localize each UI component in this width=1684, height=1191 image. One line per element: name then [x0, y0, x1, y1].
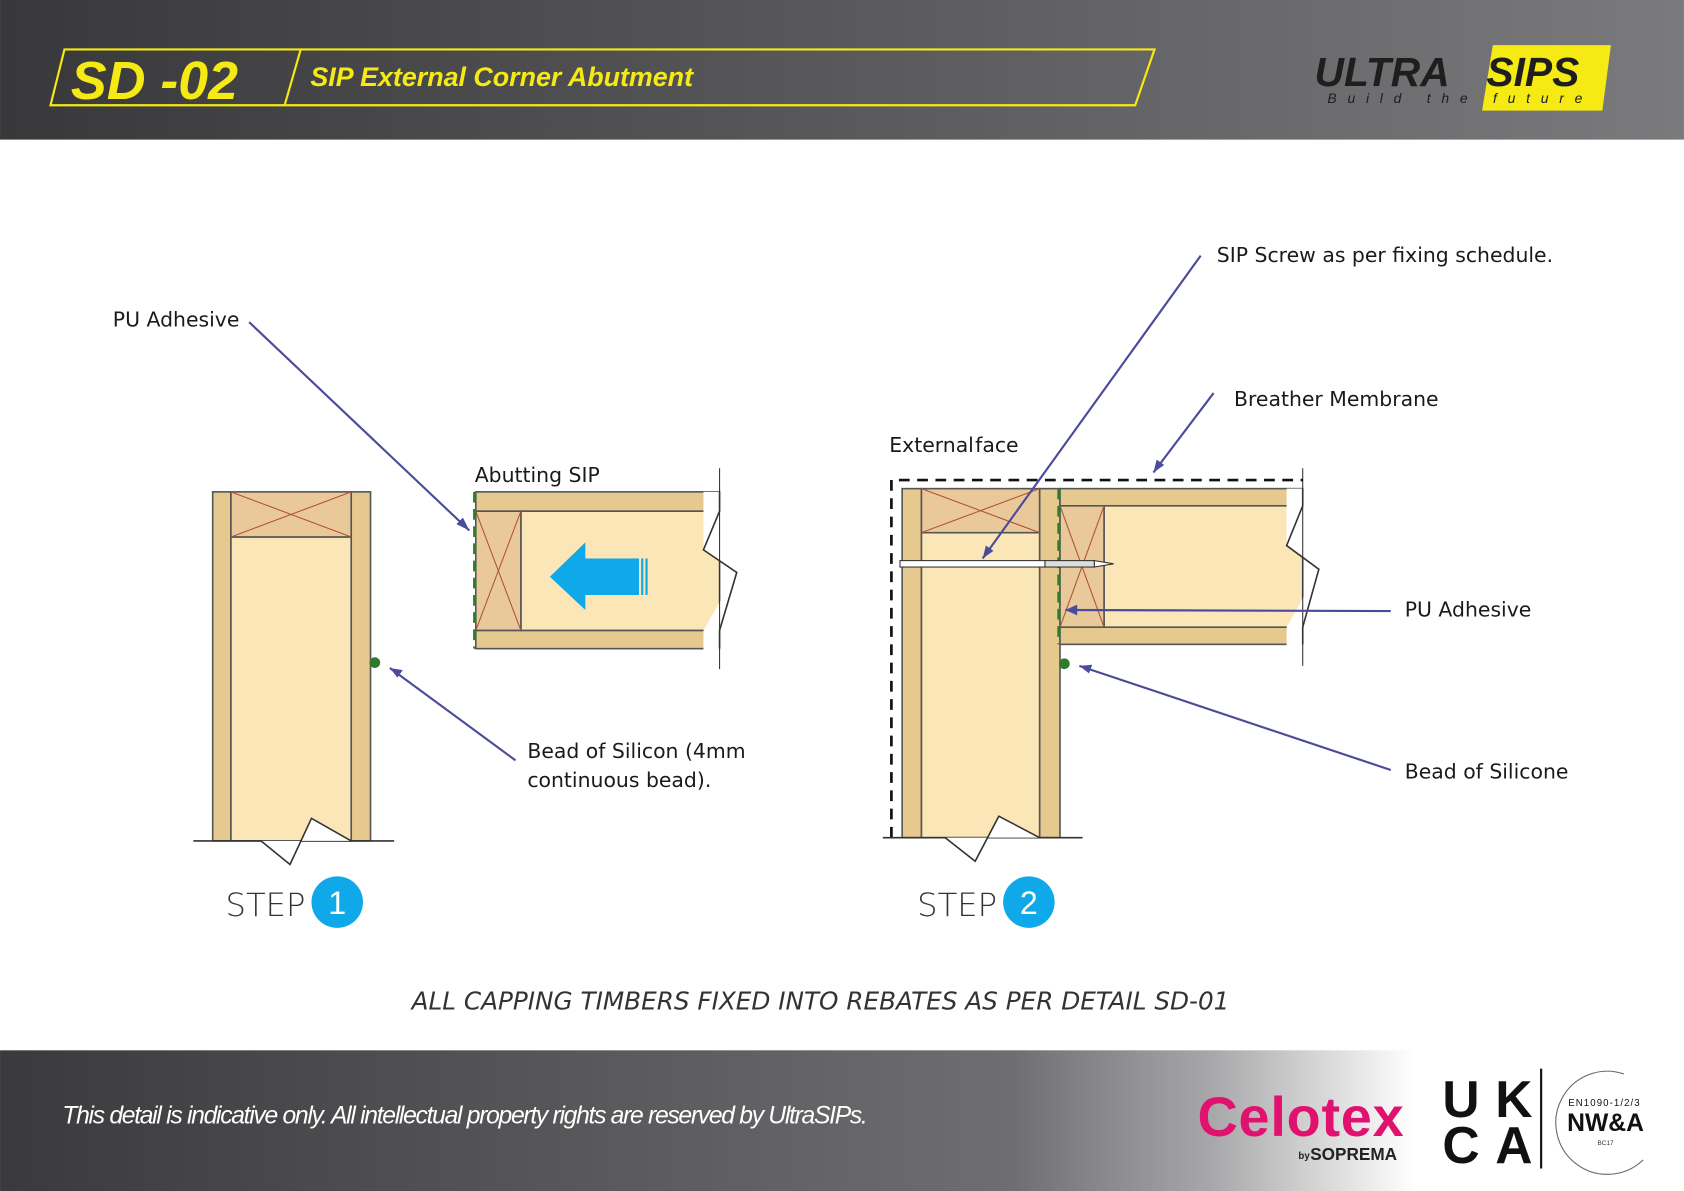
- label-pu-adhesive: PU Adhesive: [113, 307, 240, 331]
- label-abutting-sip: Abutting SIP: [475, 463, 600, 487]
- ultrasips-logo: ULTRA SIPS Build the future: [1315, 45, 1611, 111]
- detail-code: SD -02: [71, 51, 238, 111]
- svg-text:SIPS: SIPS: [1486, 49, 1579, 95]
- capping-note: ALL CAPPING TIMBERS FIXED INTO REBATES A…: [410, 987, 1230, 1016]
- svg-text:1: 1: [328, 885, 346, 921]
- sip-screw-icon: [899, 559, 1114, 568]
- silicone-bead: [369, 657, 381, 668]
- step2-annotations: SIP Screw as per fixing schedule. Breath…: [889, 243, 1568, 784]
- breather-membrane-line: [890, 478, 1303, 838]
- direction-arrow-icon: [549, 542, 640, 610]
- disclaimer: This detail is indicative only. All inte…: [62, 1102, 867, 1129]
- svg-text:EN1090-1/2/3: EN1090-1/2/3: [1568, 1098, 1640, 1109]
- svg-text:2: 2: [1020, 885, 1038, 921]
- svg-text:ULTRA: ULTRA: [1315, 49, 1450, 95]
- label-breather-membrane: Breather Membrane: [1234, 387, 1439, 411]
- svg-text:NW&A: NW&A: [1567, 1110, 1644, 1137]
- step2-badge: STEP 2: [917, 876, 1055, 928]
- step2-assembly: [882, 468, 1324, 863]
- svg-text:by: by: [1298, 1151, 1310, 1162]
- step1-panel-section: [193, 491, 395, 866]
- nwa-certification-mark: EN1090-1/2/3 NW&A BC17: [1555, 1070, 1644, 1175]
- label-silicon-line1: Bead of Silicon (4mm: [527, 739, 745, 763]
- svg-text:STEP: STEP: [917, 886, 997, 924]
- detail-title: SIP External Corner Abutment: [310, 62, 694, 92]
- label-bead-of-silicone: Bead of Silicone: [1405, 760, 1569, 784]
- svg-text:STEP: STEP: [226, 886, 306, 924]
- silicone-bead: [1058, 658, 1070, 670]
- title-frame: [49, 48, 1157, 107]
- header: SD -02 SIP External Corner Abutment ULTR…: [0, 0, 1684, 140]
- svg-text:Build the future: Build the future: [1327, 90, 1593, 106]
- step1-annotations: PU Adhesive Abutting SIP Bead of Silicon…: [113, 307, 746, 792]
- abutting-sip: [473, 468, 742, 670]
- label-silicon-line2: continuous bead).: [527, 768, 711, 792]
- celotex-logo: Celotex by SOPREMA: [1197, 1085, 1403, 1164]
- label-external-face-a: External: [889, 433, 974, 457]
- svg-text:Celotex: Celotex: [1197, 1085, 1403, 1148]
- label-sip-screw: SIP Screw as per fixing schedule.: [1217, 243, 1553, 267]
- label-pu-adhesive-2: PU Adhesive: [1405, 597, 1532, 621]
- step1-badge: STEP 1: [226, 876, 364, 928]
- footer: This detail is indicative only. All inte…: [0, 1050, 1684, 1191]
- label-external-face-b: face: [975, 433, 1018, 457]
- svg-text:SOPREMA: SOPREMA: [1310, 1144, 1397, 1164]
- svg-text:BC17: BC17: [1598, 1140, 1615, 1147]
